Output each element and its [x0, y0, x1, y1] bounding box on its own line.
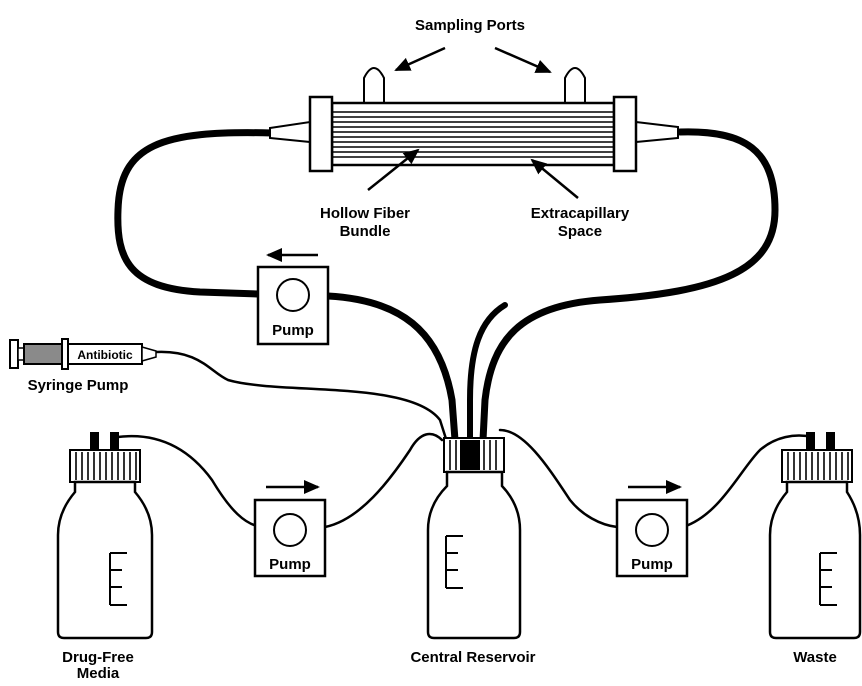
- tube-pump-to-waste: [681, 434, 814, 529]
- pump-right: Pump: [615, 480, 689, 578]
- syringe-tip: [141, 346, 157, 362]
- sampling-port-right: [564, 67, 586, 106]
- label-central-reservoir: Central Reservoir: [410, 649, 535, 666]
- arrow-sampling-right: [494, 46, 552, 74]
- syringe: Antibiotic: [9, 338, 157, 370]
- pump-top-label: Pump: [272, 322, 314, 339]
- label-waste: Waste: [793, 649, 837, 666]
- label-drug-free-1: Drug-Free: [62, 649, 134, 666]
- antibiotic-label: Antibiotic: [77, 348, 133, 362]
- tube-cartridge-left-loop: [114, 129, 276, 298]
- tubing: [114, 128, 814, 529]
- bottle-waste: [768, 432, 862, 640]
- fiber-bundle-lines: [332, 111, 614, 158]
- sampling-port-left: [363, 67, 385, 106]
- syringe-plunger-end: [9, 339, 19, 369]
- label-hollow-fiber-2: Bundle: [340, 223, 391, 240]
- label-sampling-ports: Sampling Ports: [415, 17, 525, 34]
- tube-reservoir-to-pump: [498, 428, 619, 529]
- label-hollow-fiber-1: Hollow Fiber: [320, 205, 410, 222]
- pump-left: Pump: [253, 480, 327, 578]
- cartridge-left-cap: [308, 95, 334, 173]
- arrow-extracapillary: [530, 158, 579, 199]
- tube-pump-to-reservoir: [323, 432, 444, 529]
- cartridge-right-cap: [612, 95, 638, 173]
- hollow-fiber-cartridge: [269, 67, 679, 173]
- arrow-hollow-fiber: [367, 148, 420, 191]
- tube-top-pump-to-reservoir: [324, 292, 459, 444]
- bottle-drug-free-media: [56, 432, 154, 640]
- bottle-central-reservoir: [426, 437, 522, 640]
- tube-syringe-line: [154, 350, 449, 444]
- tube-reservoir-inner: [467, 302, 508, 443]
- cartridge-left-nozzle: [269, 120, 311, 144]
- callout-arrows: [367, 46, 579, 199]
- tube-cartridge-right-loop: [479, 128, 779, 444]
- pump-top: Pump: [256, 248, 330, 346]
- label-extracapillary-2: Space: [558, 223, 602, 240]
- cartridge-right-nozzle: [635, 120, 679, 144]
- label-drug-free-2: Media: [77, 665, 120, 681]
- arrow-sampling-left: [394, 46, 446, 72]
- pump-right-label: Pump: [631, 556, 673, 573]
- label-extracapillary-1: Extracapillary: [531, 205, 630, 222]
- labels: Sampling Ports Hollow Fiber Bundle Extra…: [28, 17, 837, 682]
- pump-left-label: Pump: [269, 556, 311, 573]
- syringe-barrel: [23, 343, 65, 365]
- tube-media-to-pump: [116, 434, 264, 529]
- label-syringe-pump: Syringe Pump: [28, 377, 129, 394]
